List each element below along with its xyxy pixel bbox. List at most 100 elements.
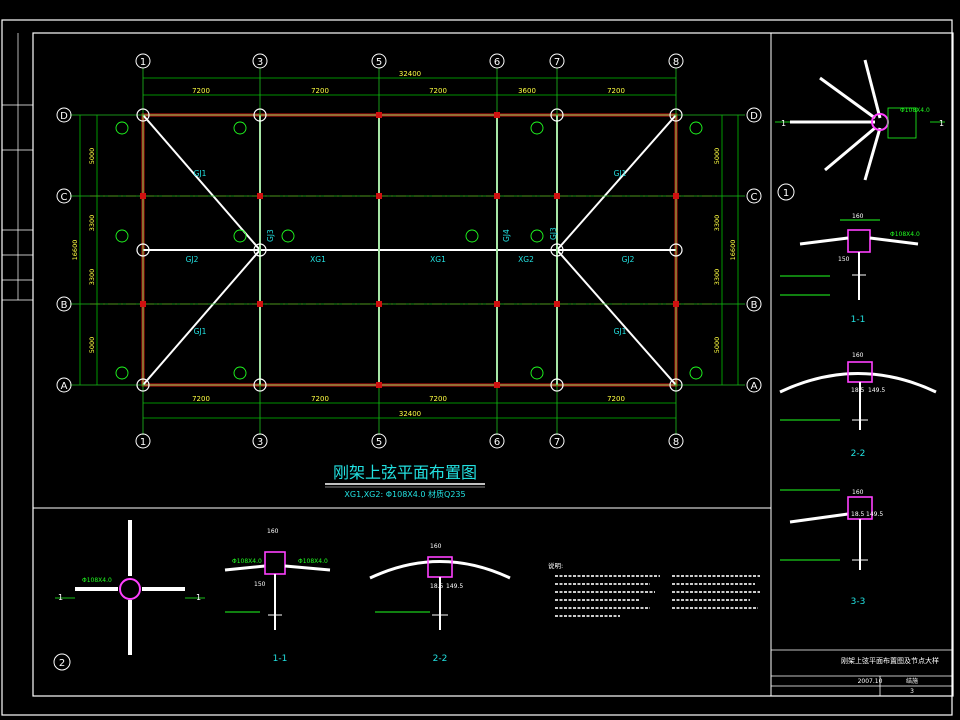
- dim-top-5: 7200: [607, 87, 625, 95]
- section-11-right-title: 1-1: [851, 315, 866, 325]
- dim-top-total: 32400: [399, 70, 421, 78]
- label-gj1-bottom-left: GJ1: [194, 327, 207, 336]
- axis-left-a: A: [61, 381, 68, 392]
- dim-left-1: 5000: [88, 148, 96, 165]
- axis-bottom-8: 8: [673, 437, 679, 448]
- axis-bubbles-sides: [56, 107, 762, 393]
- dim-right-1: 5000: [713, 148, 721, 165]
- detail-1-section-right: 1: [939, 119, 944, 128]
- section-11-bottom-title: 1-1: [273, 654, 288, 664]
- label-xg2: XG2: [518, 255, 534, 264]
- dim-right-3: 3300: [713, 269, 721, 286]
- detail-1-callout-ring: [777, 183, 795, 201]
- title-block-project: 刚架上弦平面布置图及节点大样: [841, 656, 939, 665]
- section-33-right-title: 3-3: [851, 597, 866, 607]
- section-11-right: [780, 219, 919, 300]
- s11r-dim-150: 150: [838, 256, 850, 263]
- axis-top-8: 8: [673, 57, 679, 68]
- detail-2-section-right: 1: [196, 593, 201, 602]
- dim-bottom-3: 7200: [429, 395, 447, 403]
- axis-bubbles-top: [135, 53, 684, 69]
- dim-left-2: 3300: [88, 215, 96, 232]
- axis-bubbles-bottom: [135, 433, 684, 449]
- label-gj3-left: GJ3: [266, 229, 275, 242]
- axis-top-7: 7: [554, 57, 560, 68]
- label-gj1-top-right: GJ1: [614, 169, 627, 178]
- dim-right-total: 16600: [729, 240, 737, 261]
- binding-strip: [2, 33, 33, 301]
- s11b-pipe-left: Φ108X4.0: [232, 558, 262, 565]
- s11b-pipe-right: Φ108X4.0: [298, 558, 328, 565]
- dim-right-4: 5000: [713, 337, 721, 354]
- s22r-dim-1495: 149.5: [868, 387, 885, 394]
- detail-1-star: [775, 59, 945, 181]
- s11b-dim-150: 150: [254, 581, 266, 588]
- axis-left-c: C: [61, 192, 68, 203]
- detail-2-cross: [55, 520, 205, 655]
- axis-left-b: B: [61, 300, 68, 311]
- axis-right-c: C: [751, 192, 758, 203]
- notes-text-placeholder: [555, 575, 760, 617]
- dimension-lines: [79, 77, 739, 419]
- s22r-dim-160: 160: [852, 352, 864, 359]
- dim-bottom-total: 32400: [399, 410, 421, 418]
- dim-top-1: 7200: [192, 87, 210, 95]
- axis-bottom-5: 5: [376, 437, 382, 448]
- s11b-dim-160: 160: [267, 528, 279, 535]
- axis-leaders: [70, 68, 745, 435]
- axis-left-d: D: [60, 111, 68, 122]
- label-gj2-left: GJ2: [186, 255, 199, 264]
- axis-right-b: B: [751, 300, 758, 311]
- s11r-pipe: Φ108X4.0: [890, 231, 920, 238]
- axis-top-1: 1: [140, 57, 146, 68]
- section-33-right: [780, 489, 873, 570]
- title-block-drawing-no: 结施: [906, 677, 918, 685]
- label-gj1-bottom-right: GJ1: [614, 327, 627, 336]
- title-block-date: 2007.10: [858, 678, 883, 685]
- dim-left-total: 16600: [71, 240, 79, 261]
- s22b-dim-185: 18.5: [430, 583, 444, 590]
- s11r-dim-160: 160: [852, 213, 864, 220]
- dim-bottom-2: 7200: [311, 395, 329, 403]
- drawing-border: [32, 32, 954, 697]
- main-title: 刚架上弦平面布置图: [333, 463, 477, 482]
- label-gj4: GJ4: [502, 229, 511, 242]
- label-gj2-right: GJ2: [622, 255, 635, 264]
- s22r-dim-185: 18.5: [851, 387, 865, 394]
- s33r-dim-185: 18.5: [851, 511, 865, 518]
- notes-heading: 说明:: [548, 561, 563, 570]
- main-subtitle: XG1,XG2: Φ108X4.0 材质Q235: [344, 489, 465, 499]
- label-gj3-right: GJ3: [549, 227, 558, 240]
- axis-bottom-6: 6: [494, 437, 500, 448]
- detail-1-callout: 1: [783, 188, 789, 199]
- dim-left-4: 5000: [88, 337, 96, 354]
- diagonal-members: [142, 114, 677, 386]
- axis-bottom-3: 3: [257, 437, 263, 448]
- s33r-dim-160: 160: [852, 489, 864, 496]
- title-block-frame: [771, 649, 953, 696]
- title-block-sheet: 3: [910, 688, 914, 695]
- dim-right-2: 3300: [713, 215, 721, 232]
- joint-markers: [136, 108, 683, 392]
- detail-2-callout: 2: [59, 658, 65, 669]
- axis-bottom-1: 1: [140, 437, 146, 448]
- sheet-border: [1, 19, 953, 716]
- label-xg1-a: XG1: [310, 255, 326, 264]
- section-22-bottom-title: 2-2: [433, 654, 448, 664]
- detail-2-callout-ring: [53, 653, 71, 671]
- section-11-bottom: [224, 551, 331, 630]
- dim-left-3: 3300: [88, 269, 96, 286]
- axis-right-a: A: [751, 381, 758, 392]
- section-22-right: [779, 361, 937, 430]
- s33r-dim-1495: 149.5: [866, 511, 883, 518]
- dim-top-4: 3600: [518, 87, 536, 95]
- section-22-bottom: [369, 556, 511, 630]
- s22b-dim-160: 160: [430, 543, 442, 550]
- detail-1-section-left: 1: [781, 119, 786, 128]
- section-callouts: [115, 121, 703, 380]
- label-xg1-b: XG1: [430, 255, 446, 264]
- detail-2-section-left: 1: [58, 593, 63, 602]
- section-22-right-title: 2-2: [851, 449, 866, 459]
- s22b-dim-1495: 149.5: [446, 583, 463, 590]
